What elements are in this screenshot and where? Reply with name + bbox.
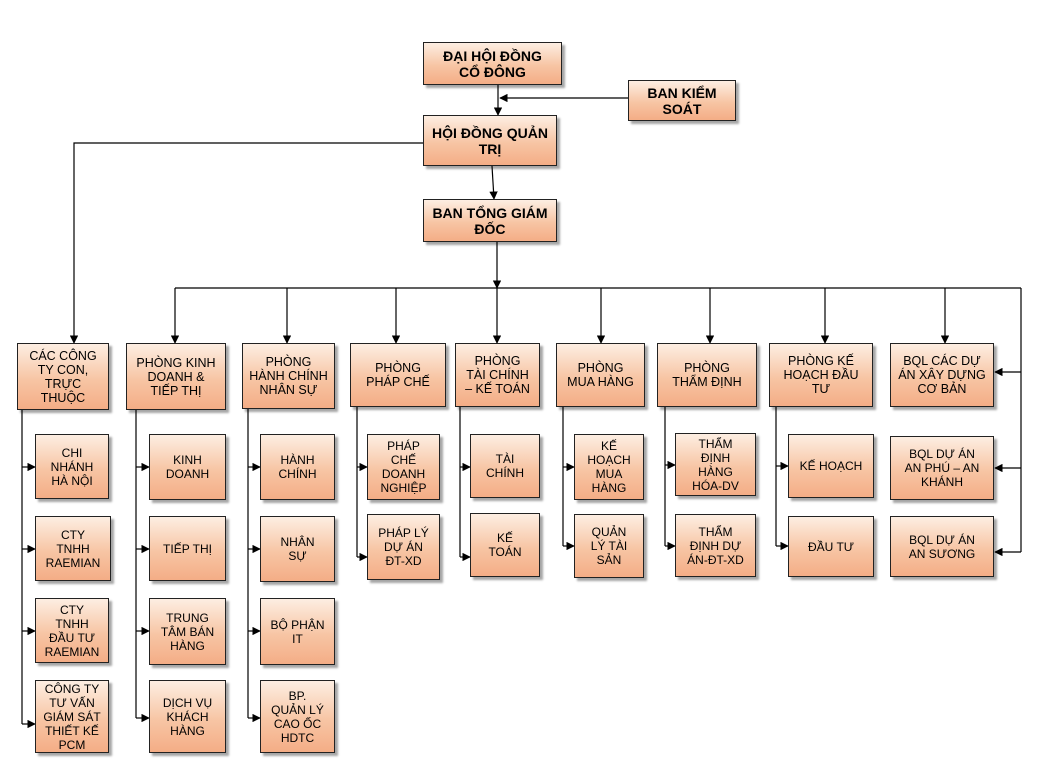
unit-corporate-legal: PHÁP CHẾ DOANH NGHIỆP	[367, 434, 440, 500]
supervisory-board-box: BAN KIỂM SOÁT	[628, 80, 736, 121]
general-meeting-box: ĐẠI HỘI ĐỒNG CỔ ĐÔNG	[423, 42, 562, 85]
department-investment-planning: PHÒNG KẾ HOẠCH ĐẦU TƯ	[769, 343, 873, 407]
arrow-board-to-subsidiaries	[69, 142, 423, 344]
unit-planning: KẾ HOẠCH	[788, 434, 874, 498]
unit-raemian-investment: CTY TNHH ĐẦU TƯ RAEMIAN	[35, 598, 109, 663]
department-purchasing: PHÒNG MUA HÀNG	[556, 343, 645, 407]
unit-administration: HÀNH CHÍNH	[260, 434, 335, 500]
unit-marketing: TIẾP THỊ	[149, 516, 226, 581]
unit-purchase-planning: KẾ HOẠCH MUA HÀNG	[574, 434, 644, 500]
unit-it: BỘ PHẬN IT	[260, 598, 335, 665]
unit-sales-center: TRUNG TÂM BÁN HÀNG	[149, 598, 226, 665]
unit-goods-appraisal: THẨM ĐỊNH HÀNG HÓA-DV	[675, 433, 756, 496]
department-sales-marketing: PHÒNG KINH DOANH & TIẾP THỊ	[126, 343, 226, 410]
project-board-an-suong: BQL DỰ ÁN AN SƯƠNG	[890, 516, 994, 577]
unit-project-appraisal: THẨM ĐỊNH DỰ ÁN-ĐT-XD	[675, 514, 756, 577]
department-admin-hr: PHÒNG HÀNH CHÍNH NHÂN SỰ	[242, 343, 335, 409]
unit-investment: ĐẦU TƯ	[788, 516, 874, 577]
unit-pcm-consulting: CÔNG TY TƯ VẤN GIÁM SÁT THIẾT KẾ PCM	[35, 680, 109, 753]
project-board-an-phu: BQL DỰ ÁN AN PHÚ – AN KHÁNH	[890, 436, 994, 500]
unit-project-legal: PHÁP LÝ DỰ ÁN ĐT-XD	[367, 514, 440, 580]
unit-finance: TÀI CHÍNH	[470, 434, 540, 498]
executive-board-box: BAN TỔNG GIÁM ĐỐC	[423, 199, 557, 242]
unit-building-management: BP. QUẢN LÝ CAO ỐC HDTC	[260, 680, 335, 753]
department-finance-accounting: PHÒNG TÀI CHÍNH – KẾ TOÁN	[455, 343, 540, 407]
unit-asset-management: QUẢN LÝ TÀI SẢN	[574, 514, 644, 578]
unit-accounting: KẾ TOÁN	[470, 513, 540, 577]
department-appraisal: PHÒNG THẨM ĐỊNH	[657, 343, 757, 407]
department-construction-boards: BQL CÁC DỰ ÁN XÂY DỰNG CƠ BẢN	[890, 343, 994, 407]
arrow-board-to-executive	[489, 165, 498, 200]
unit-raemian-llc: CTY TNHH RAEMIAN	[35, 516, 111, 581]
department-legal: PHÒNG PHÁP CHẾ	[350, 343, 446, 407]
unit-human-resources: NHÂN SỰ	[260, 516, 335, 582]
unit-sales: KINH DOANH	[149, 434, 226, 500]
board-of-directors-box: HỘI ĐỒNG QUẢN TRỊ	[423, 115, 557, 166]
unit-customer-service: DỊCH VỤ KHÁCH HÀNG	[149, 680, 226, 753]
department-subsidiaries: CÁC CÔNG TY CON, TRỰC THUỘC	[17, 343, 109, 410]
unit-hanoi-branch: CHI NHÁNH HÀ NỘI	[35, 434, 109, 499]
